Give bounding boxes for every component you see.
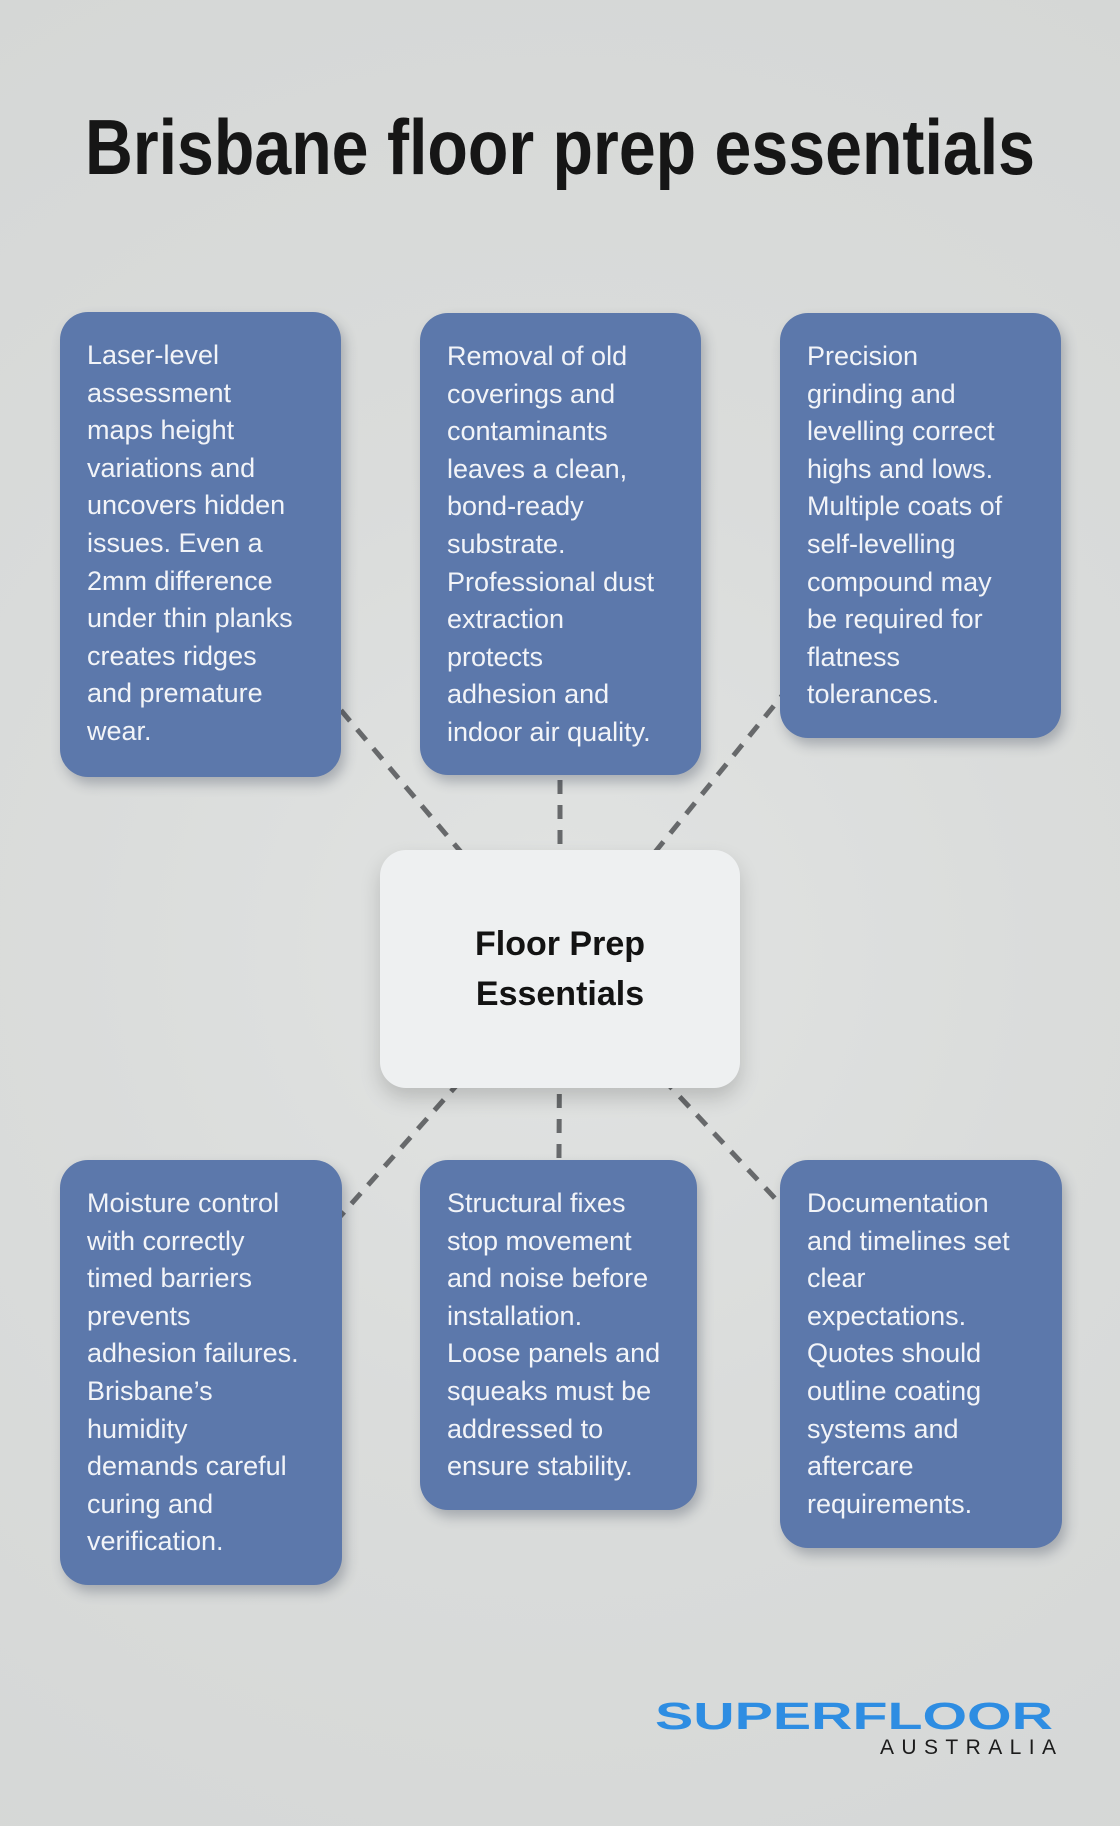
card-precision-grinding: Precision grinding and levelling correct… bbox=[780, 313, 1061, 738]
brand-logo-superfloor: SUPERFLOOR bbox=[655, 1696, 1053, 1738]
page-title: Brisbane floor prep essentials bbox=[85, 98, 1045, 208]
brand-logo-svg: SUPERFLOOR AUSTRALIA bbox=[655, 1696, 1056, 1759]
card-removal-old-coverings: Removal of old coverings and contaminant… bbox=[420, 313, 701, 775]
brand-logo: SUPERFLOOR AUSTRALIA bbox=[648, 1690, 1063, 1762]
card-documentation-timelines: Documentation and timelines set clear ex… bbox=[780, 1160, 1062, 1548]
central-node: Floor Prep Essentials bbox=[380, 850, 740, 1088]
card-laser-level-assessment: Laser-level assessment maps height varia… bbox=[60, 312, 341, 777]
page-title-text: Brisbane floor prep essentials bbox=[85, 103, 1035, 191]
card-moisture-control: Moisture control with correctly timed ba… bbox=[60, 1160, 342, 1585]
card-structural-fixes: Structural fixes stop movement and noise… bbox=[420, 1160, 697, 1510]
brand-logo-australia: AUSTRALIA bbox=[880, 1736, 1056, 1759]
page-title-svg: Brisbane floor prep essentials bbox=[85, 103, 1035, 191]
